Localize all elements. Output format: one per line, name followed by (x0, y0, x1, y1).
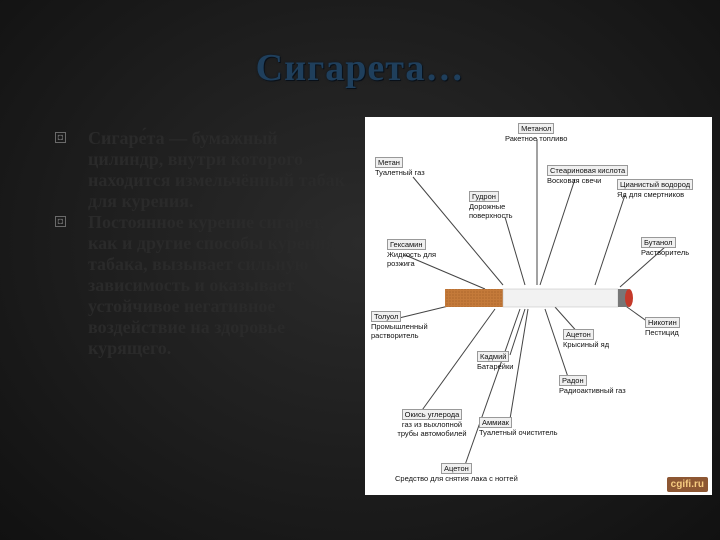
bullet-item: ◘ Постоянное курение сигарет, как и друг… (55, 212, 355, 359)
bullet-text: Постоянное курение сигарет, как и другие… (88, 212, 336, 358)
watermark-logo: cgifi.ru (666, 477, 708, 492)
bullet-list: ◘ Сигаре́та — бумажный цилиндр, внутри к… (55, 128, 355, 359)
cigarette-illustration (445, 288, 633, 308)
bullet-marker-icon: ◘ (55, 132, 66, 143)
slide-title: Сигарета… (255, 47, 465, 89)
bullet-text: Сигаре́та — бумажный цилиндр, внутри кот… (88, 128, 346, 211)
bullet-marker-icon: ◘ (55, 216, 66, 227)
bullet-item: ◘ Сигаре́та — бумажный цилиндр, внутри к… (55, 128, 355, 212)
